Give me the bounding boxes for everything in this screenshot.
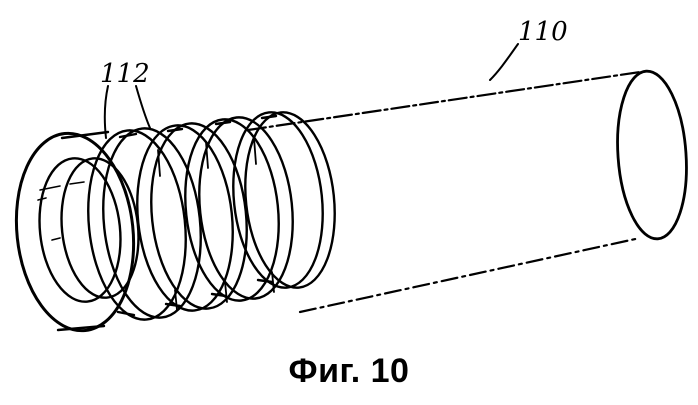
leader-lines [105,44,518,138]
label-112: 112 [100,59,150,89]
label-110: 110 [518,17,568,47]
coil-ring-2 [79,124,209,325]
tube-body [248,69,692,312]
coil-ring-1-front [7,127,145,336]
coil-seam-marks [158,138,274,310]
tube-bottom-edge [300,238,640,312]
leader-112-a [105,86,108,138]
tube-end-cap [612,69,692,241]
tube-top-edge [248,72,640,130]
coil-rings [7,108,343,337]
figure-caption: Фиг. 10 [0,352,698,391]
leader-112-b [136,86,150,128]
leader-110 [490,44,518,80]
